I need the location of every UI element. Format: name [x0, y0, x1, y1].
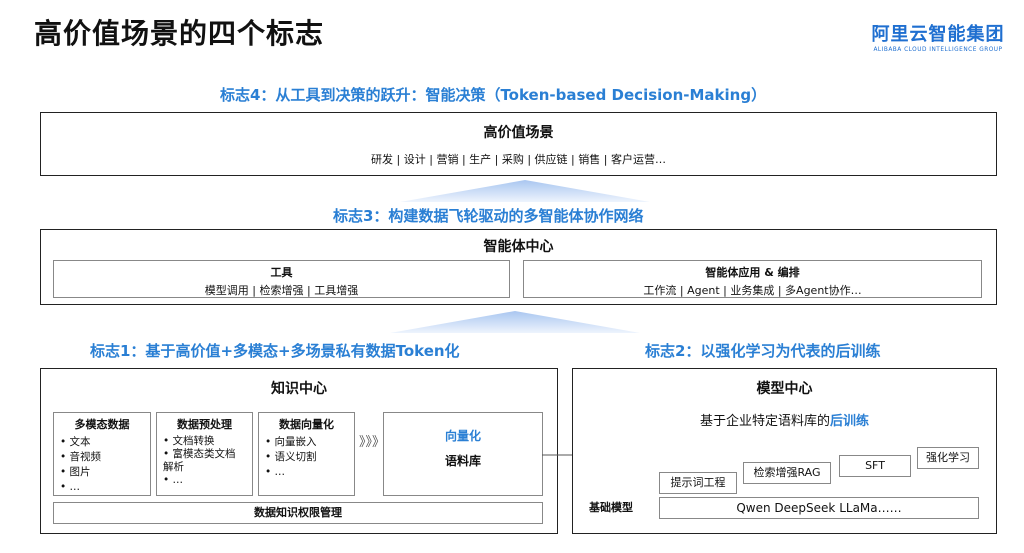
upward-gradient-triangle-top [400, 180, 650, 202]
multimodal-data-box: 多模态数据 文本 音视频 图片 … [53, 412, 151, 496]
vectorize-list: 向量嵌入 语义切割 … [265, 435, 348, 480]
knowledge-center-box: 知识中心 多模态数据 文本 音视频 图片 … 数据预处理 文档转换 富模态类文档… [40, 368, 558, 534]
mark-1-label: 标志1：基于高价值+多模态+多场景私有数据Token化 [90, 342, 460, 360]
technique-sft: SFT [839, 455, 911, 477]
tools-items: 模型调用 | 检索增强 | 工具增强 [204, 284, 359, 297]
corpus-line1: 向量化 [444, 429, 481, 443]
alibaba-cloud-logo: 阿里云智能集团 ALIBABA CLOUD INTELLIGENCE GROUP [868, 20, 1008, 53]
multimodal-list: 文本 音视频 图片 … [60, 435, 144, 495]
agent-apps-items: 工作流 | Agent | 业务集成 | 多Agent协作… [643, 284, 862, 297]
preprocess-title: 数据预处理 [177, 418, 232, 431]
logo-text-en: ALIBABA CLOUD INTELLIGENCE GROUP [873, 47, 1003, 53]
agent-apps-box: 智能体应用 & 编排 工作流 | Agent | 业务集成 | 多Agent协作… [523, 260, 982, 298]
upward-gradient-triangle-middle [390, 311, 640, 333]
model-center-subtitle: 基于企业特定语料库的后训练 [573, 410, 996, 429]
list-item: 图片 [60, 465, 144, 480]
agent-center-box: 智能体中心 工具 模型调用 | 检索增强 | 工具增强 智能体应用 & 编排 工… [40, 229, 997, 305]
tools-box: 工具 模型调用 | 检索增强 | 工具增强 [53, 260, 510, 298]
preprocess-box: 数据预处理 文档转换 富模态类文档解析 … [156, 412, 253, 496]
permission-management-bar: 数据知识权限管理 [53, 502, 543, 524]
flow-arrows-icon: 》》》 [359, 435, 386, 450]
list-item: 音视频 [60, 450, 144, 465]
mark-4-label: 标志4：从工具到决策的跃升：智能决策（Token-based Decision-… [220, 86, 767, 104]
mark-3-label: 标志3：构建数据飞轮驱动的多智能体协作网络 [333, 207, 644, 225]
base-models-bar: Qwen DeepSeek LLaMa…… [659, 497, 979, 519]
tools-title: 工具 [270, 266, 293, 279]
mark-2-label: 标志2：以强化学习为代表的后训练 [645, 342, 881, 360]
model-center-title: 模型中心 [756, 381, 813, 397]
model-center-box: 模型中心 基于企业特定语料库的后训练 提示词工程 检索增强RAG SFT 强化学… [572, 368, 997, 534]
list-item: 文本 [60, 435, 144, 450]
list-item: … [265, 465, 348, 480]
scenario-title: 高价值场景 [483, 125, 554, 141]
scenario-items: 研发 | 设计 | 营销 | 生产 | 采购 | 供应链 | 销售 | 客户运营… [371, 153, 666, 166]
list-item: … [60, 480, 144, 495]
vectorize-title: 数据向量化 [279, 418, 334, 431]
subtitle-prefix: 基于企业特定语料库的 [699, 414, 830, 429]
list-item: 向量嵌入 [265, 435, 348, 450]
list-item: 富模态类文档解析 [163, 448, 246, 474]
technique-prompt-engineering: 提示词工程 [659, 472, 737, 494]
technique-rag: 检索增强RAG [743, 462, 831, 484]
high-value-scenario-box: 高价值场景 研发 | 设计 | 营销 | 生产 | 采购 | 供应链 | 销售 … [40, 112, 997, 176]
list-item: 语义切割 [265, 450, 348, 465]
agent-apps-title: 智能体应用 & 编排 [705, 266, 800, 279]
corpus-line2: 语料库 [444, 454, 481, 468]
logo-text-cn: 阿里云智能集团 [871, 24, 1005, 45]
technique-rl: 强化学习 [917, 447, 979, 469]
subtitle-highlight: 后训练 [830, 414, 870, 429]
base-model-label: 基础模型 [589, 501, 633, 514]
agent-center-title: 智能体中心 [483, 239, 554, 255]
preprocess-list: 文档转换 富模态类文档解析 … [163, 435, 246, 487]
list-item: … [163, 474, 246, 487]
page-title: 高价值场景的四个标志 [34, 17, 325, 50]
vectorize-box: 数据向量化 向量嵌入 语义切割 … [258, 412, 355, 496]
knowledge-center-title: 知识中心 [271, 381, 327, 397]
multimodal-title: 多模态数据 [74, 418, 130, 431]
list-item: 文档转换 [163, 435, 246, 448]
vector-corpus-box: 向量化 语料库 [383, 412, 543, 496]
